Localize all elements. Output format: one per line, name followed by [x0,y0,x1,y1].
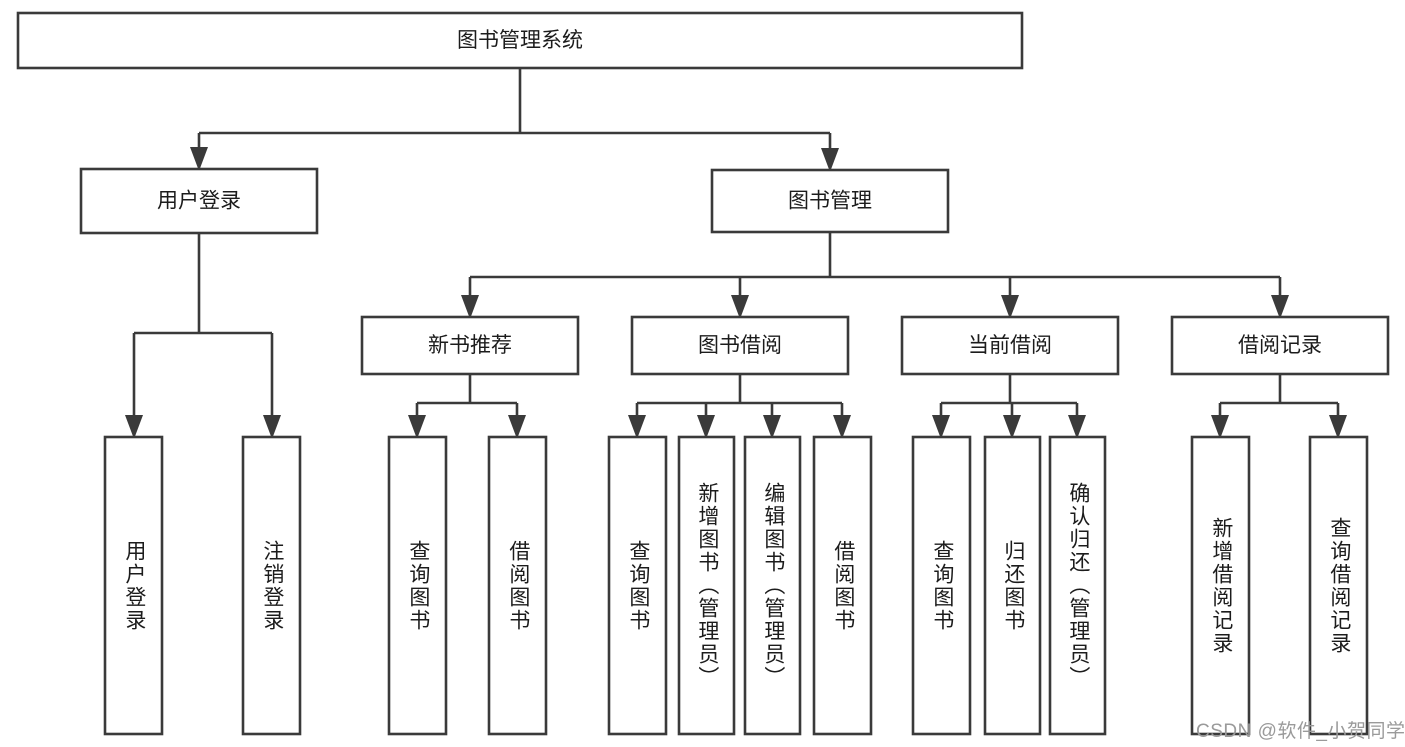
node-box-current-borrow[interactable] [900,315,1120,376]
node-box-leaf-query-book-current[interactable] [911,435,972,736]
node-box-leaf-edit-book-admin[interactable] [743,435,802,736]
node-box-borrow-record[interactable] [1170,315,1390,376]
node-box-leaf-return-book[interactable] [983,435,1042,736]
node-box-leaf-user-login[interactable] [103,435,164,736]
arrow-head-icon [628,415,646,439]
node-label-new-book-recommend: 新书推荐 [428,334,512,357]
arrow-head-icon [932,415,950,439]
arrow-head-icon [833,415,851,439]
arrow-head-icon [821,148,839,172]
node-label-root: 图书管理系统 [457,29,583,52]
node-box-leaf-add-book-admin[interactable] [677,435,736,736]
node-box-leaf-query-book-borrow[interactable] [607,435,668,736]
node-label-book-borrow: 图书借阅 [698,334,782,357]
node-box-new-book-recommend[interactable] [360,315,580,376]
arrow-head-icon [697,415,715,439]
node-box-leaf-borrow-book-rec[interactable] [487,435,548,736]
arrow-heads [125,147,1347,439]
node-box-root[interactable] [16,11,1024,70]
arrow-head-icon [1271,295,1289,319]
arrow-head-icon [1329,415,1347,439]
arrow-head-icon [263,415,281,439]
node-box-leaf-confirm-return-admin[interactable] [1048,435,1107,736]
arrow-head-icon [1068,415,1086,439]
node-boxes [16,11,1390,736]
arrow-head-icon [1001,295,1019,319]
node-label-current-borrow: 当前借阅 [968,334,1052,357]
node-label-user-login: 用户登录 [157,190,241,213]
arrow-head-icon [731,295,749,319]
node-box-leaf-query-book-rec[interactable] [387,435,448,736]
node-box-user-login[interactable] [79,167,319,235]
node-label-book-management: 图书管理 [788,190,872,213]
node-box-leaf-add-borrow-record[interactable] [1190,435,1251,736]
arrow-head-icon [190,147,208,171]
node-box-leaf-borrow-book[interactable] [812,435,873,736]
arrow-head-icon [461,295,479,319]
arrow-head-icon [125,415,143,439]
node-box-leaf-query-borrow-record[interactable] [1308,435,1369,736]
arrow-head-icon [508,415,526,439]
node-box-leaf-logout-login[interactable] [241,435,302,736]
node-box-book-borrow[interactable] [630,315,850,376]
arrow-head-icon [1211,415,1229,439]
arrow-head-icon [763,415,781,439]
watermark-csdn: CSDN @软件_小贺同学 [1196,721,1405,742]
arrow-head-icon [408,415,426,439]
arrow-head-icon [1003,415,1021,439]
node-box-book-management[interactable] [710,168,950,234]
node-label-borrow-record: 借阅记录 [1238,334,1322,357]
